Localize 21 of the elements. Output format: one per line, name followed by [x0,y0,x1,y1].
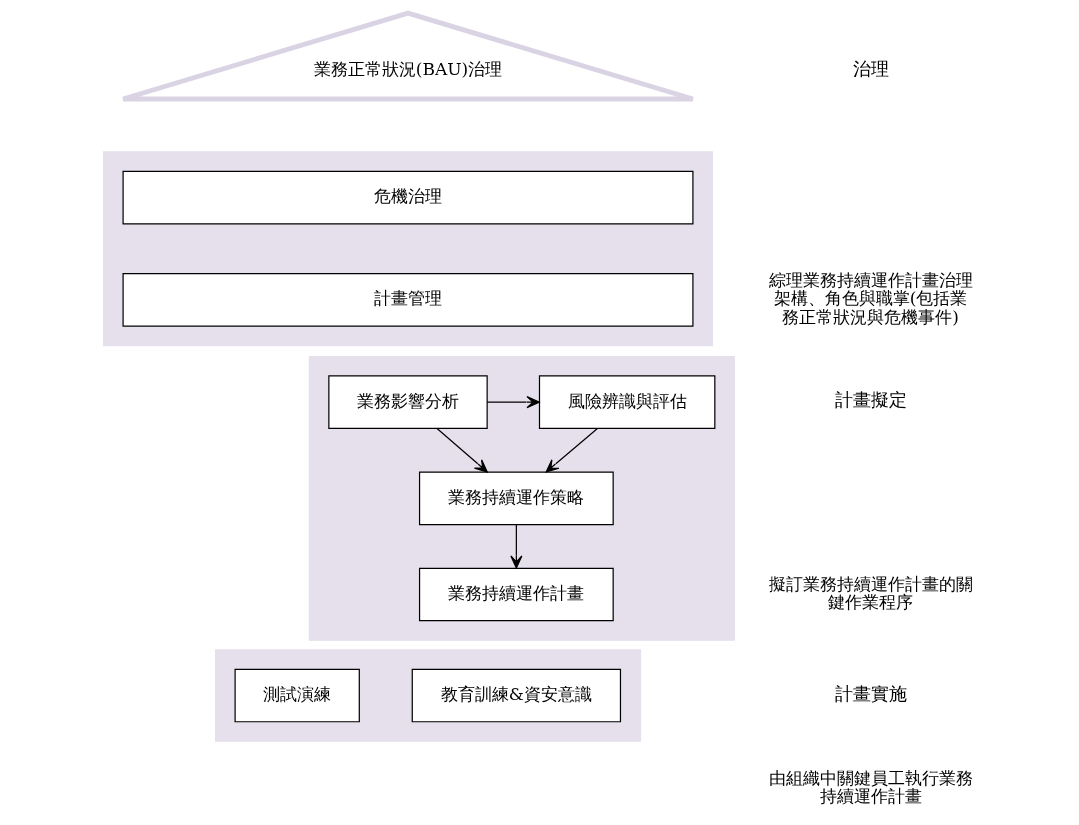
node-box: 測試演練 [234,668,360,723]
cluster [215,649,642,742]
label: 綜理業務持續運作計畫治理架構、角色與職掌(包括業務正常狀況與危機事件) [768,270,973,327]
label: 由組織中關鍵員工執行業務持續運作計畫 [768,768,973,807]
node-box: 業務持續運作策略 [418,471,614,526]
cluster [103,151,713,347]
node-box: 業務持續運作計畫 [418,567,614,622]
node-box: 計畫管理 [122,273,694,327]
node-box: 業務影響分析 [328,375,488,429]
arrow [486,396,540,409]
node-box: 危機治理 [122,170,694,225]
node-box: 教育訓練&資安意識 [411,668,622,723]
arrow [545,427,599,473]
label: 擬訂業務持續運作計畫的關鍵作業程序 [768,573,973,613]
label: 計畫擬定 [834,389,907,411]
arrow [510,524,523,569]
label: 治理 [852,57,889,79]
cluster [308,355,735,641]
label: 計畫實施 [834,682,907,704]
node-box: 風險辨識與評估 [538,375,716,429]
arrow [436,427,488,473]
